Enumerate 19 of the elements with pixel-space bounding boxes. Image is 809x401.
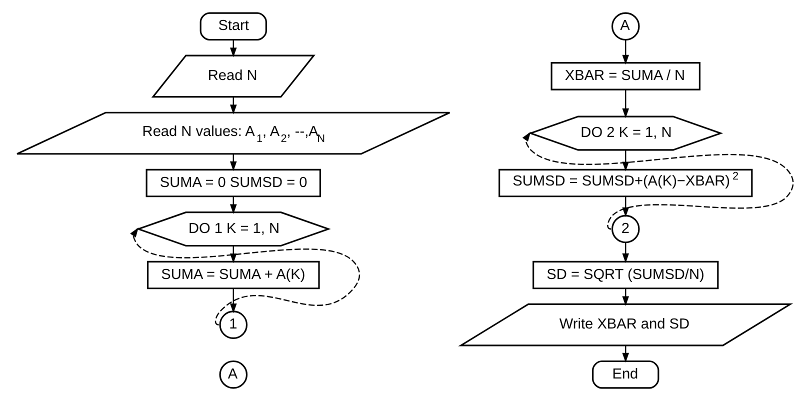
arrow [130, 228, 360, 326]
node-box: End [592, 360, 659, 389]
node-box: SUMA = 0 SUMSD = 0 [145, 168, 320, 198]
node-circle: A [218, 360, 248, 389]
arrow [622, 242, 629, 264]
arrow [622, 90, 629, 118]
node-circle: 2 [610, 214, 640, 244]
arrow [229, 288, 236, 314]
node-circle: 1 [218, 310, 248, 339]
arrow [622, 196, 629, 218]
node-box: SUMSD = SUMSD+(A(K)−XBAR)$^{2}$ [498, 168, 752, 198]
node-circle: A [610, 12, 640, 41]
node-box: Start [199, 12, 266, 41]
node-box: SD = SQRT (SUMSD/N) [532, 260, 718, 290]
arrow [522, 132, 794, 230]
node-box: XBAR = SUMA / N [550, 62, 700, 90]
arrow [622, 150, 629, 172]
arrow [622, 40, 629, 65]
node-box: SUMA = SUMA + A(K) [146, 260, 320, 290]
